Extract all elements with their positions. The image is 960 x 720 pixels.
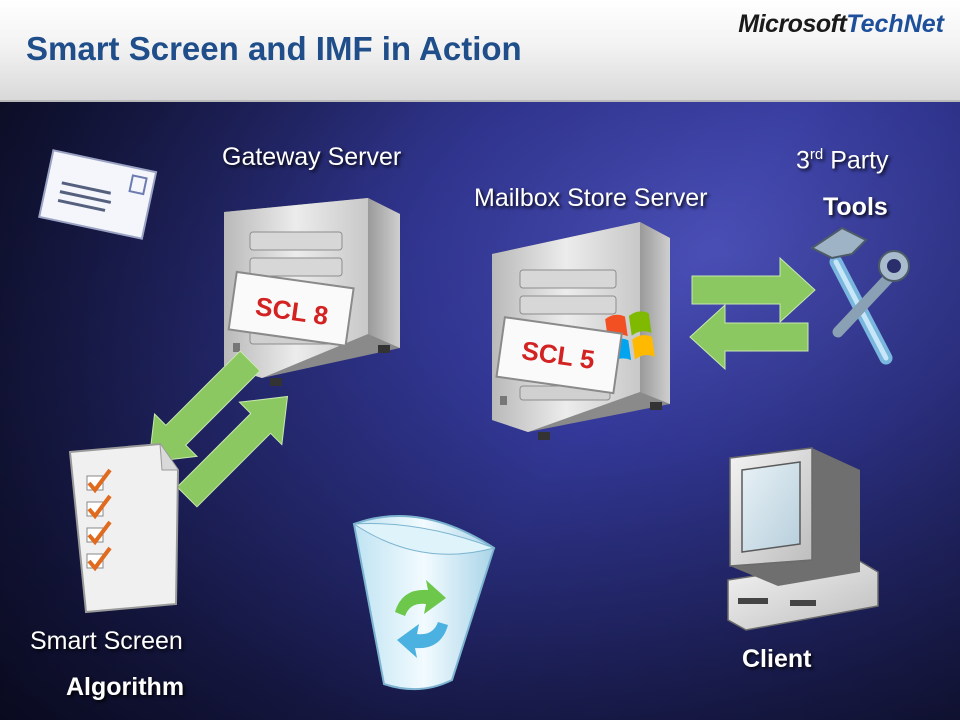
- arrow-icon: [691, 256, 816, 324]
- third-party-superscript: rd: [809, 146, 824, 163]
- brand-secondary: TechNet: [846, 10, 944, 38]
- brand-logo: MicrosoftTechNet: [738, 10, 944, 39]
- envelope-icon: [38, 149, 158, 240]
- arrow-icon: [148, 350, 261, 463]
- gateway-server-label: Gateway Server: [222, 143, 402, 171]
- slide-title: Smart Screen and IMF in Action: [26, 30, 522, 67]
- mailbox-store-server-label: Mailbox Store Server: [474, 184, 708, 212]
- third-party-rest: Party: [823, 146, 889, 175]
- hammer-wrench-icon: [810, 226, 910, 365]
- mailbox-scl-tag: SCL 5: [495, 316, 623, 395]
- gateway-scl-tag: SCL 8: [227, 270, 355, 347]
- computer-icon: [727, 447, 879, 631]
- third-party-number: 3: [796, 146, 810, 175]
- arrow-icon: [176, 395, 289, 508]
- recycle-bin-icon: [352, 515, 496, 691]
- brand-primary: Microsoft: [738, 10, 847, 38]
- smart-screen-label: Smart Screen: [30, 627, 183, 655]
- client-label: Client: [742, 645, 812, 673]
- tools-label: Tools: [823, 193, 888, 221]
- checklist-icon: [68, 442, 180, 614]
- algorithm-label: Algorithm: [66, 673, 185, 701]
- third-party-label: 3rd Party: [796, 146, 889, 175]
- title-bar: Smart Screen and IMF in Action Microsoft…: [0, 0, 960, 102]
- arrow-icon: [689, 303, 809, 371]
